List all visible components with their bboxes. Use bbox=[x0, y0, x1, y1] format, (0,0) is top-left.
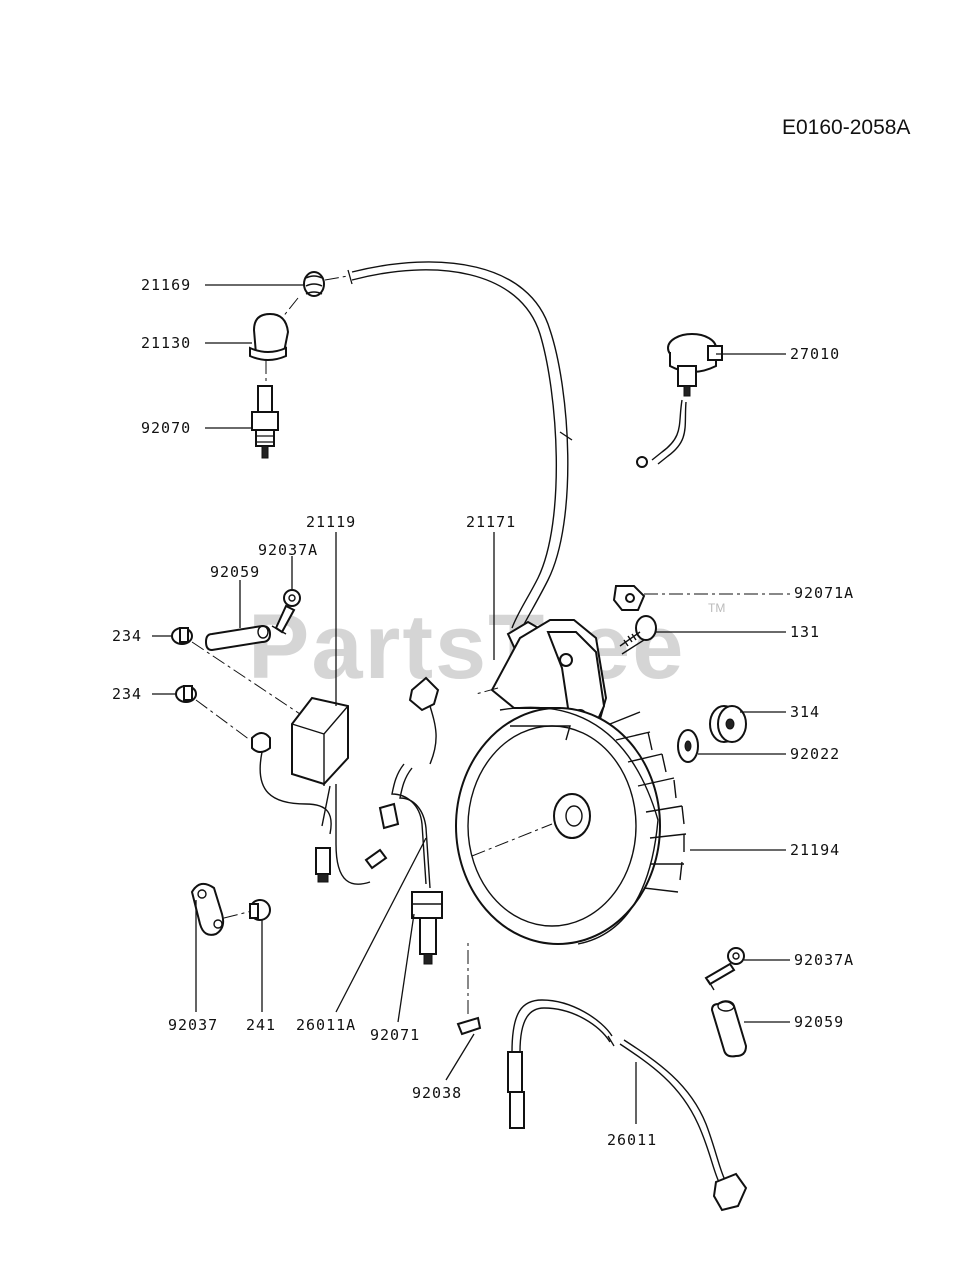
bolt-131 bbox=[619, 615, 657, 655]
label-92071: 92071 bbox=[370, 1026, 420, 1044]
label-26011: 26011 bbox=[607, 1131, 657, 1149]
cable-26011 bbox=[507, 999, 748, 1212]
sleeve-92059-bottom bbox=[710, 1000, 748, 1058]
watermark-text: PartsTree bbox=[248, 596, 685, 698]
screw-234-lower bbox=[175, 685, 251, 741]
washer-314 bbox=[709, 705, 747, 743]
label-314: 314 bbox=[790, 703, 820, 721]
label-92037a-bottom: 92037A bbox=[794, 951, 854, 969]
terminal-92071a bbox=[612, 585, 646, 611]
label-21169: 21169 bbox=[141, 276, 191, 294]
watermark-trademark: TM bbox=[708, 601, 725, 615]
flywheel bbox=[455, 706, 687, 945]
ignition-module bbox=[251, 696, 388, 885]
label-92038: 92038 bbox=[412, 1084, 462, 1102]
sleeve-92059-top bbox=[204, 624, 272, 652]
label-234-upper: 234 bbox=[112, 627, 142, 645]
label-92059-bottom: 92059 bbox=[794, 1013, 844, 1031]
coil-lead-26011a bbox=[378, 676, 443, 965]
label-21130: 21130 bbox=[141, 334, 191, 352]
label-92037a-top: 92037A bbox=[258, 541, 318, 559]
label-92037: 92037 bbox=[168, 1016, 218, 1034]
diagram-code: E0160-2058A bbox=[782, 116, 910, 139]
stop-switch bbox=[636, 333, 723, 468]
high-tension-cable bbox=[347, 261, 573, 633]
key-92038 bbox=[456, 940, 482, 1036]
label-92070: 92070 bbox=[141, 419, 191, 437]
label-92071a: 92071A bbox=[794, 584, 854, 602]
spark-plug-cap bbox=[249, 297, 299, 361]
spark-plug bbox=[251, 360, 279, 459]
label-241: 241 bbox=[246, 1016, 276, 1034]
terminal-92037a-bottom bbox=[704, 947, 745, 991]
label-131: 131 bbox=[790, 623, 820, 641]
label-234-lower: 234 bbox=[112, 685, 142, 703]
label-27010: 27010 bbox=[790, 345, 840, 363]
label-92022: 92022 bbox=[790, 745, 840, 763]
screw-241 bbox=[249, 899, 271, 921]
washer-92022 bbox=[677, 729, 699, 763]
label-92059-top: 92059 bbox=[210, 563, 260, 581]
label-21194: 21194 bbox=[790, 841, 840, 859]
leader-lines bbox=[152, 284, 790, 1124]
bracket-92037 bbox=[190, 882, 257, 936]
spring-clip bbox=[303, 271, 349, 297]
label-21171: 21171 bbox=[466, 513, 516, 531]
label-26011a: 26011A bbox=[296, 1016, 356, 1034]
label-21119: 21119 bbox=[306, 513, 356, 531]
